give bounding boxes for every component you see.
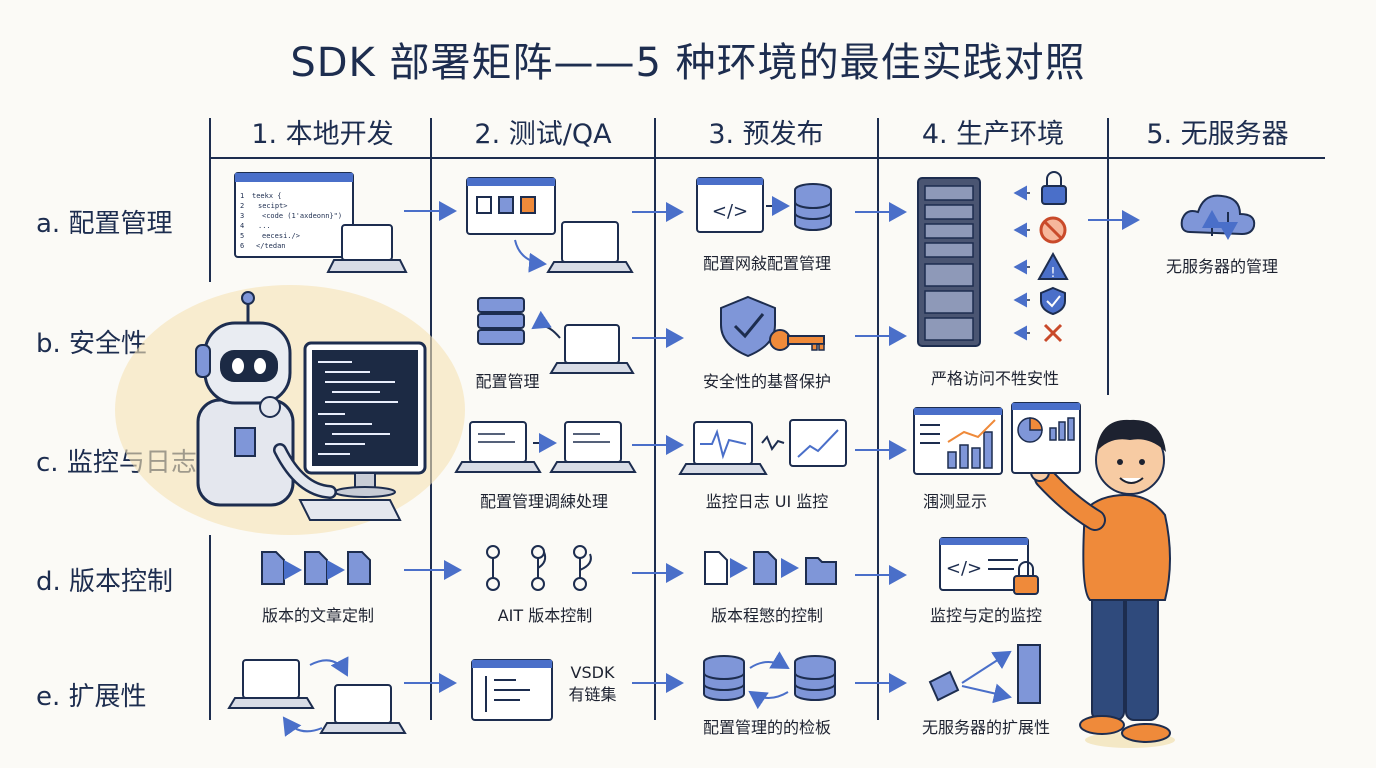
cell-a1-code-editor: 1 2 3 4 5 6 teekx { secipt> <code (1'axd… xyxy=(234,172,408,273)
cell-e3-databases xyxy=(703,651,836,710)
cell-e2-terminal xyxy=(471,659,553,721)
cloud-icon xyxy=(1180,194,1256,240)
code-line-number: 2 xyxy=(240,202,244,210)
cell-d4-code-lock: </> xyxy=(939,537,1039,595)
cell-c3-monitors xyxy=(678,419,847,475)
cell-d2-git-branches xyxy=(486,545,592,591)
code-line: </tedan xyxy=(256,242,286,250)
column-header-serverless: 5. 无服务器 xyxy=(1146,119,1289,150)
code-line: eecesi./> xyxy=(262,232,300,240)
security-status-icons: ! xyxy=(1013,171,1069,343)
cell-e4-scale-blocks xyxy=(928,644,1041,704)
cell-c2-laptops xyxy=(454,421,637,473)
cell-d3-doc-to-folder xyxy=(704,551,837,585)
caption-a5: 无服务器的管理 xyxy=(1165,257,1278,276)
caption-e4: 无服务器的扩展性 xyxy=(921,718,1050,737)
cell-a3-code-to-db: </> xyxy=(696,177,832,233)
caption-c2: 配置管理调綀处理 xyxy=(479,492,608,511)
cell-a2-windows xyxy=(466,177,634,273)
x-mark-icon xyxy=(1043,323,1063,343)
caption-b3: 安全性的基督保护 xyxy=(702,372,831,391)
caption-a3: 配置网敍配置管理 xyxy=(702,254,831,273)
caption-d4: 监控与定的监控 xyxy=(929,606,1042,625)
lock-icon xyxy=(1013,561,1039,595)
row-header-version-control: d. 版本控制 xyxy=(36,567,174,597)
caption-d3: 版本程慜的控制 xyxy=(710,606,823,625)
code-line: secipt> xyxy=(258,202,288,210)
column-header-local-dev: 1. 本地开发 xyxy=(251,119,394,150)
caption-c3: 监控日志 UI 监控 xyxy=(705,492,829,511)
shield-check-icon xyxy=(720,295,776,358)
page-title: SDK 部署矩阵——5 种环境的最佳实践对照 xyxy=(290,40,1086,86)
caption-b2: 配置管理 xyxy=(475,372,540,391)
cell-b2-server-laptop xyxy=(477,297,635,374)
code-line-number: 1 xyxy=(240,192,244,200)
code-line: <code (1'axdeonn}") xyxy=(262,212,342,220)
row-header-security: b. 安全性 xyxy=(36,329,148,359)
code-line-number: 3 xyxy=(240,212,244,220)
code-line: teekx { xyxy=(252,192,282,200)
key-icon xyxy=(769,329,825,351)
robot-illustration xyxy=(115,285,465,535)
folder-icon xyxy=(805,557,837,585)
caption-e2: VSDK 有链集 xyxy=(568,663,617,705)
caption-c4: 涠测显示 xyxy=(922,492,987,511)
column-header-staging: 3. 预发布 xyxy=(708,119,824,150)
shield-check-icon xyxy=(1040,286,1066,316)
column-header-production: 4. 生产环境 xyxy=(921,119,1065,150)
svg-text:!: ! xyxy=(1050,266,1055,281)
warning-icon: ! xyxy=(1037,251,1069,281)
cell-b3-shield-key xyxy=(720,295,825,358)
caption-d1: 版本的文章定制 xyxy=(261,606,374,625)
code-line-number: 4 xyxy=(240,222,244,230)
caption-b4: 严格访问不牲安性 xyxy=(930,369,1059,388)
cell-d1-documents xyxy=(261,551,371,585)
database-stack-icon xyxy=(477,297,525,345)
boy-illustration xyxy=(1030,419,1175,748)
code-line: ... xyxy=(258,222,271,230)
svg-text:</>: </> xyxy=(946,558,982,579)
lock-icon xyxy=(1041,171,1067,205)
row-header-config: a. 配置管理 xyxy=(36,209,173,239)
caption-e3: 配置管理的的检板 xyxy=(702,718,831,737)
cell-c4-dashboards xyxy=(913,402,1081,475)
prohibited-icon xyxy=(1039,216,1067,244)
code-line-number: 6 xyxy=(240,242,244,250)
row-header-scalability: e. 扩展性 xyxy=(36,682,147,712)
caption-d2: AIT 版本控制 xyxy=(497,606,593,625)
cell-e1-laptops xyxy=(227,656,407,737)
server-rack xyxy=(917,177,981,347)
column-header-test-qa: 2. 测试/QA xyxy=(474,119,612,150)
code-line-number: 5 xyxy=(240,232,244,240)
svg-text:</>: </> xyxy=(712,201,748,222)
